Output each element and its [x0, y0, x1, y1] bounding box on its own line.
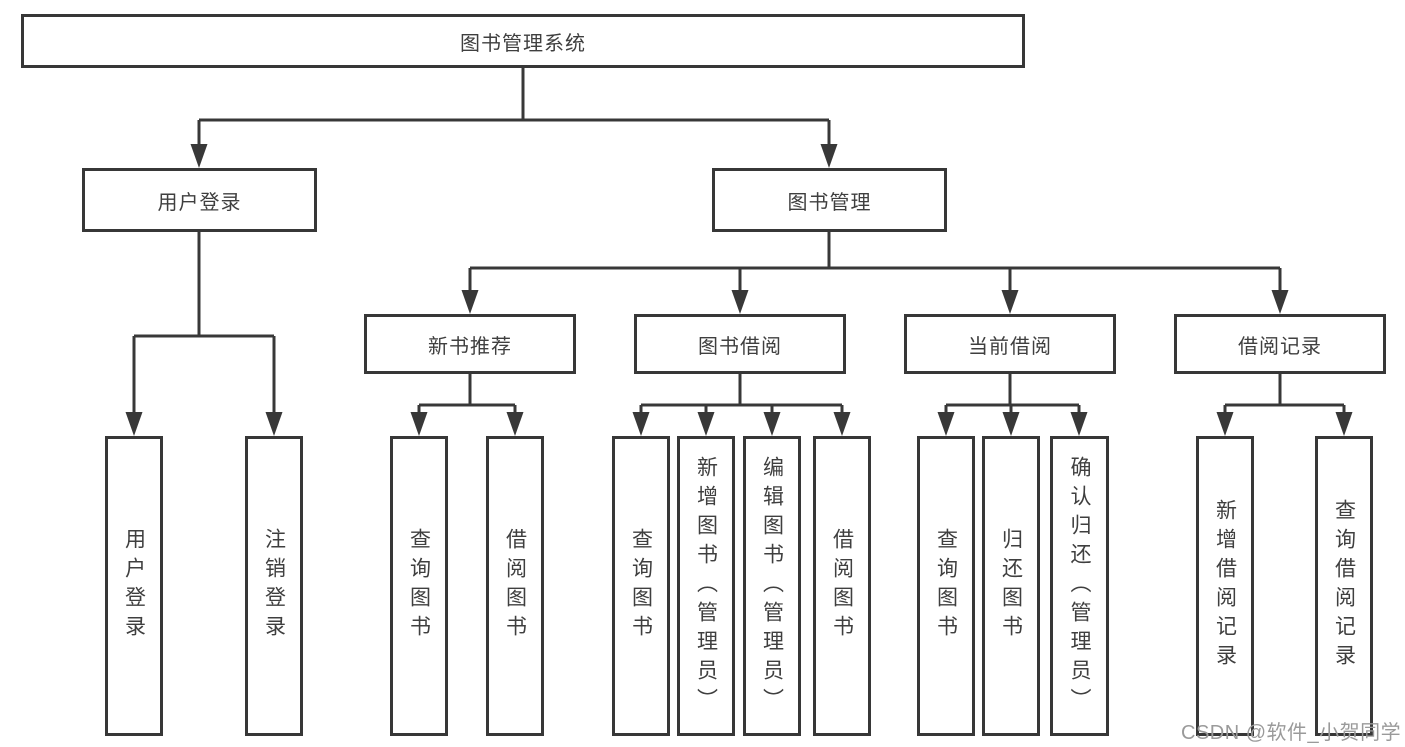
arrow-down-icon	[763, 412, 781, 436]
arrow-down-icon	[937, 412, 955, 436]
connector-new-book-children	[417, 374, 517, 416]
arrow-down-icon	[506, 412, 524, 436]
node-label: 借阅图书	[503, 528, 527, 644]
csdn-watermark: CSDN @软件_小贺同学	[1181, 722, 1402, 744]
node-borrow-records: 借阅记录	[1174, 314, 1386, 374]
leaf-add-borrow-record: 新增借阅记录	[1196, 436, 1254, 736]
node-label: 用户登录	[157, 191, 242, 214]
arrow-down-icon	[190, 144, 208, 168]
arrow-down-icon	[410, 412, 428, 436]
connector-root-to-level2	[197, 68, 831, 148]
node-root-library-system: 图书管理系统	[21, 14, 1025, 68]
node-current-borrowing: 当前借阅	[904, 314, 1116, 374]
node-label: 查询图书	[407, 528, 431, 644]
node-new-book-recommend: 新书推荐	[364, 314, 576, 374]
arrow-down-icon	[820, 144, 838, 168]
arrow-down-icon	[1216, 412, 1234, 436]
connector-borrow-record-children	[1223, 374, 1346, 416]
connector-book-borrow-children	[639, 374, 844, 416]
node-label: 查询借阅记录	[1332, 499, 1356, 673]
node-label: 新增图书（管理员）	[694, 455, 718, 717]
leaf-user-login: 用户登录	[105, 436, 163, 736]
arrow-down-icon	[1002, 412, 1020, 436]
node-label: 确认归还（管理员）	[1068, 455, 1092, 717]
node-label: 新增借阅记录	[1213, 499, 1237, 673]
node-label: 归还图书	[999, 528, 1023, 644]
node-label: 借阅图书	[830, 528, 854, 644]
arrow-down-icon	[1070, 412, 1088, 436]
node-user-login: 用户登录	[82, 168, 317, 232]
leaf-borrow-books: 借阅图书	[813, 436, 871, 736]
node-label: 注销登录	[262, 528, 286, 644]
connector-book-mgmt-children	[468, 232, 1282, 294]
node-book-management: 图书管理	[712, 168, 947, 232]
connector-user-login-children	[132, 232, 276, 416]
arrow-down-icon	[461, 290, 479, 314]
leaf-search-books-current: 查询图书	[917, 436, 975, 736]
node-label: 编辑图书（管理员）	[760, 455, 784, 717]
node-label: 新书推荐	[428, 335, 512, 358]
node-label: 借阅记录	[1238, 335, 1322, 358]
arrow-down-icon	[265, 412, 283, 436]
arrow-down-icon	[125, 412, 143, 436]
arrow-down-icon	[1271, 290, 1289, 314]
leaf-search-books-recommend: 查询图书	[390, 436, 448, 736]
leaf-return-books: 归还图书	[982, 436, 1040, 736]
arrow-down-icon	[697, 412, 715, 436]
connector-current-borrow-children	[944, 374, 1081, 416]
leaf-logout: 注销登录	[245, 436, 303, 736]
arrow-down-icon	[833, 412, 851, 436]
node-label: 当前借阅	[968, 335, 1052, 358]
leaf-search-borrow-record: 查询借阅记录	[1315, 436, 1373, 736]
node-book-borrowing: 图书借阅	[634, 314, 846, 374]
node-label: 图书管理系统	[460, 32, 586, 55]
leaf-search-books-borrow: 查询图书	[612, 436, 670, 736]
leaf-confirm-return-admin: 确认归还（管理员）	[1050, 436, 1109, 736]
arrow-down-icon	[1335, 412, 1353, 436]
arrow-down-icon	[1001, 290, 1019, 314]
arrowheads	[125, 144, 1353, 436]
node-label: 查询图书	[629, 528, 653, 644]
leaf-add-books-admin: 新增图书（管理员）	[677, 436, 735, 736]
arrow-down-icon	[632, 412, 650, 436]
node-label: 查询图书	[934, 528, 958, 644]
leaf-borrow-books-recommend: 借阅图书	[486, 436, 544, 736]
leaf-edit-books-admin: 编辑图书（管理员）	[743, 436, 801, 736]
arrow-down-icon	[731, 290, 749, 314]
node-label: 图书管理	[787, 191, 872, 214]
node-label: 用户登录	[122, 528, 146, 644]
node-label: 图书借阅	[698, 335, 782, 358]
